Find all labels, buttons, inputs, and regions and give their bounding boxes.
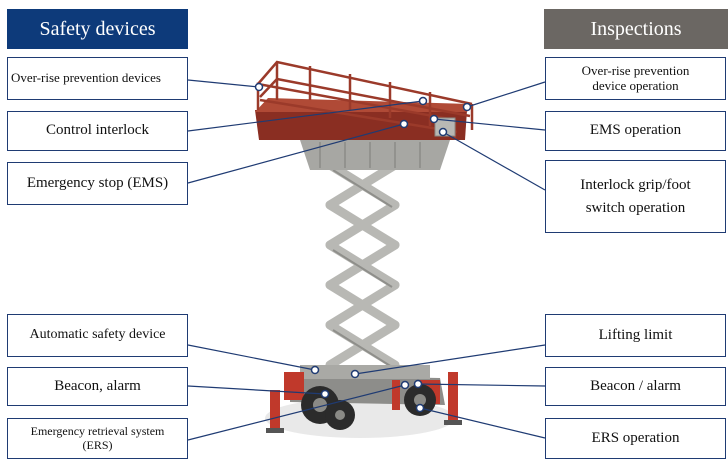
wheels (301, 384, 436, 430)
safety-devices-header: Safety devices (7, 9, 188, 49)
inspections-header: Inspections (544, 9, 728, 49)
leader-endpoint-markers (254, 82, 472, 413)
label-ers-operation: ERS operation (545, 418, 726, 459)
label-over-rise-prevention-devices: Over-rise prevention devices (7, 57, 188, 100)
label-emergency-stop: Emergency stop (EMS) (7, 162, 188, 205)
label-automatic-safety-device: Automatic safety device (7, 314, 188, 357)
label-interlock-grip-foot-switch: Interlock grip/foot switch operation (545, 160, 726, 233)
front-guard-left (284, 372, 304, 400)
label-over-rise-prevention-operation: Over-rise prevention device operation (545, 57, 726, 100)
scissor-arms (325, 160, 400, 370)
scissor-arm-shading (332, 169, 393, 368)
platform-base (300, 140, 450, 170)
outriggers (270, 372, 458, 430)
platform-deck (255, 110, 467, 140)
label-control-interlock: Control interlock (7, 111, 188, 151)
outrigger-feet (266, 420, 462, 433)
leader-lines (187, 79, 546, 441)
label-emergency-retrieval-system: Emergency retrieval system (ERS) (7, 418, 188, 459)
label-lifting-limit: Lifting limit (545, 314, 726, 357)
label-beacon-alarm-inspection: Beacon / alarm (545, 367, 726, 406)
label-ems-operation: EMS operation (545, 111, 726, 151)
label-beacon-alarm: Beacon, alarm (7, 367, 188, 406)
